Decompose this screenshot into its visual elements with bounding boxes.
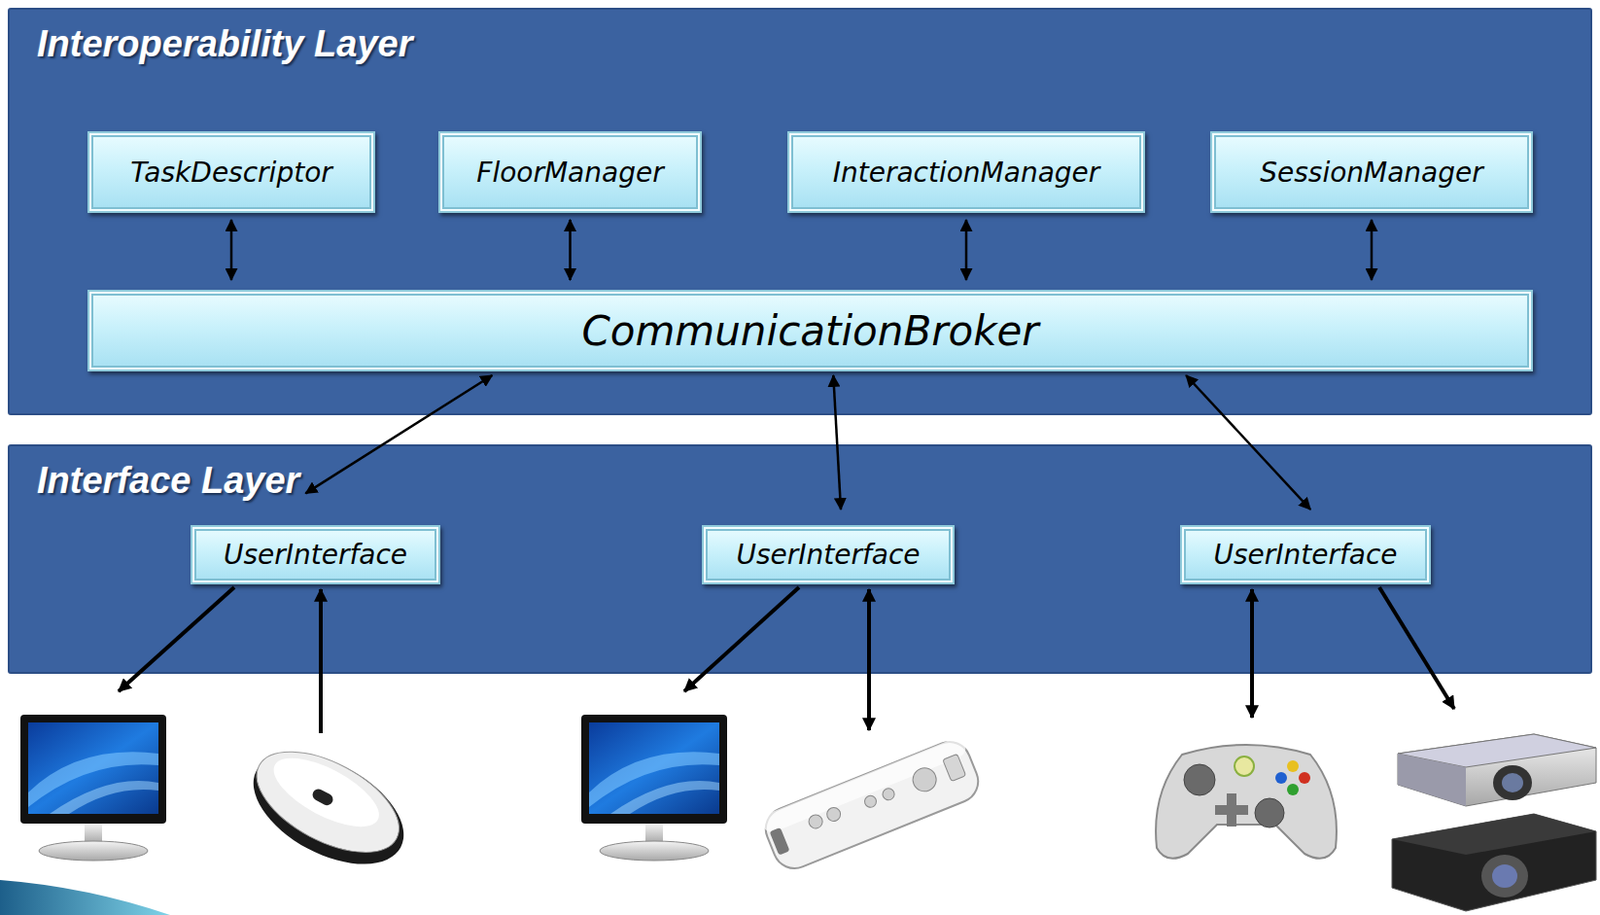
wii-remote-icon [759,734,985,874]
component-box: CommunicationBroker [87,289,1533,372]
connector-arrow [305,375,492,493]
component-name: SessionManager [1259,156,1484,189]
drawing-part [806,812,825,831]
component-name: FloorManager [476,156,663,189]
component-box: FloorManager [438,131,702,213]
component-box: TaskDescriptor [87,131,376,213]
drawing-part [1492,864,1518,888]
drawing-part [880,786,897,802]
device-arrows [118,587,1455,733]
component-name: UserInterface [735,538,920,571]
drawing-part [1286,783,1299,796]
drawing-part [1254,798,1285,828]
connector-group [231,219,1372,510]
device-arrow [1379,587,1455,709]
drawing-part [1391,813,1597,911]
drawing-part [235,730,422,887]
drawing-part [942,753,967,781]
drawing-part [311,786,336,807]
drawing-part [1275,771,1287,784]
device-arrow [1250,589,1254,718]
component-name: UserInterface [223,538,408,571]
layer-title: Interface Layer [36,459,300,502]
component-name: TaskDescriptor [130,156,333,189]
device-arrow [684,587,800,692]
connector-arrow [965,219,969,280]
drawing-part [1183,764,1216,796]
projector-icon [1391,733,1597,911]
drawing-part [1391,813,1597,855]
drawing-part [1397,753,1466,806]
layer-title: Interoperability Layer [36,23,413,66]
drawing-part [1234,756,1254,776]
monitor-icon [581,714,728,861]
layer-band: Interface LayerUserInterface UserInterfac… [7,444,1593,674]
drawing-part [825,804,843,823]
component-box: InteractionManager [787,131,1146,213]
connector-arrow [833,375,841,510]
layer-band: Interoperability LayerTaskDescriptor Floo… [7,7,1593,416]
connector-arrow [1185,375,1311,510]
component-box: UserInterface [701,524,955,585]
drawing-part [1155,744,1337,859]
drawing-part [1493,765,1532,800]
drawing-part [263,744,388,841]
connector-arrow [568,219,572,280]
mouse-icon [235,730,422,887]
component-name: CommunicationBroker [581,307,1039,355]
drawing-part [769,827,791,856]
device-arrow [318,589,323,733]
game-controller-icon [1155,744,1337,859]
component-name: InteractionManager [833,156,1101,189]
drawing-part [909,764,940,795]
drawing-part [1501,772,1524,793]
device-arrow [867,589,871,731]
drawing-part [1397,733,1597,806]
drawing-part [1481,854,1529,898]
connector-arrow [1370,219,1374,280]
drawing-part [1215,793,1249,827]
component-box: UserInterface [1180,524,1431,585]
monitor-icon [20,714,167,861]
corner-swoosh [0,879,171,915]
drawing-part [863,793,879,809]
drawing-part [1286,760,1299,772]
connector-arrow [230,219,234,280]
component-name: UserInterface [1213,538,1397,571]
component-box: SessionManager [1210,131,1533,213]
device-arrow [118,587,235,692]
drawing-part [759,734,985,874]
drawing-part [1298,771,1311,784]
drawing-part [759,734,969,835]
component-box: UserInterface [190,524,441,585]
drawing-part [241,730,416,873]
drawing-part [1397,733,1597,767]
